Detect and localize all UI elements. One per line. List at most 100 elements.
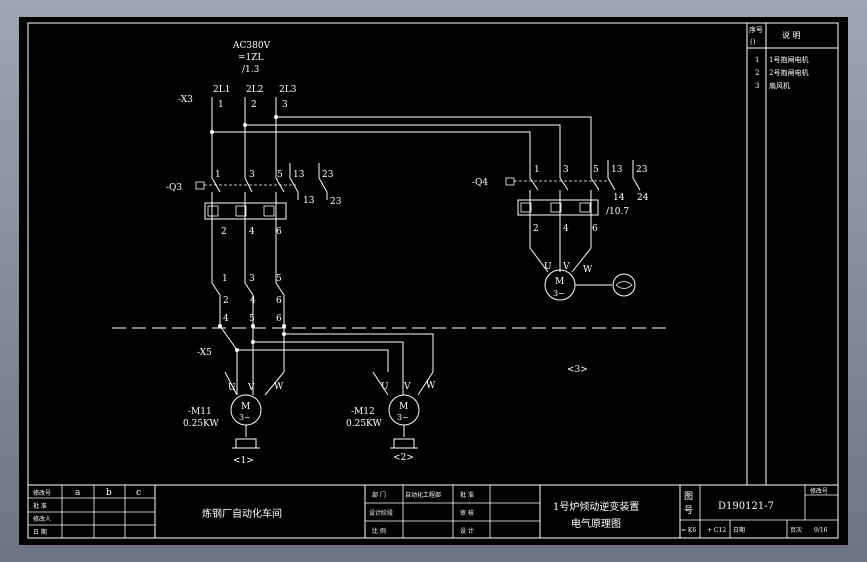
svg-text:W: W [274,382,284,392]
supply-wiring [210,97,592,178]
svg-text:13: 13 [303,196,315,206]
svg-text:5: 5 [276,274,282,284]
svg-text:4: 4 [563,224,569,234]
svg-text:图: 图 [684,491,693,502]
supply-ref-1: =1ZL [238,53,264,63]
svg-text:W: W [583,265,593,275]
svg-text:14: 14 [613,193,625,203]
legend-row-1-desc: 1号抱闸电机 [769,55,808,64]
svg-text:修改号: 修改号 [810,487,828,495]
fan-motor: U V W M 3~ <3> [529,240,636,375]
q4-ref: /10.7 [606,207,629,217]
svg-text:3~: 3~ [553,289,565,298]
svg-text:号: 号 [684,505,693,516]
svg-text:c: c [136,488,141,498]
m12-power: 0.25KW [346,419,382,429]
svg-text:日 期: 日 期 [33,528,47,536]
svg-text:23: 23 [636,165,648,175]
svg-text:13: 13 [293,170,305,180]
svg-text:M: M [555,277,564,287]
svg-text:U: U [544,262,552,272]
svg-text:3~: 3~ [397,413,409,422]
svg-text:批 准: 批 准 [33,502,47,510]
svg-text:2: 2 [221,227,227,237]
terminal-1: 1 [218,100,224,110]
phase-l3: 2L3 [279,85,297,95]
svg-text:5: 5 [277,170,283,180]
breaker-q3: -Q3 1 3 5 13 23 13 23 2 4 6 [166,163,342,260]
svg-text:= K6: = K6 [681,527,696,534]
svg-text:M: M [399,402,408,412]
svg-text:比 例: 比 例 [372,527,386,535]
svg-text:2: 2 [533,224,539,234]
motor-m11: U V W M 3~ -M11 0.25KW <1> [183,371,285,466]
sheet-border [27,22,839,539]
supply-voltage: AC380V [232,41,271,51]
svg-text:修改人: 修改人 [33,515,51,523]
terminal-2: 2 [251,100,257,110]
svg-text:3: 3 [249,170,255,180]
svg-text:4: 4 [223,314,229,324]
svg-text:批 准: 批 准 [460,491,474,499]
legend-header-desc: 说 明 [782,30,801,40]
supply-ref-2: /1.3 [242,65,260,75]
m12-tag: <2> [393,453,414,463]
svg-text:V: V [403,382,411,392]
legend-row-2-desc: 2号抱闸电机 [769,68,808,77]
phase-l1: 2L1 [213,85,230,95]
svg-text:4: 4 [249,227,255,237]
svg-text:5: 5 [593,165,599,175]
svg-text:a: a [75,488,81,498]
svg-text:b: b [106,488,112,498]
svg-text:3~: 3~ [239,413,251,422]
q4-label: -Q4 [472,178,488,188]
motor-m12: U V W M 3~ -M12 0.25KW <2> [346,371,436,463]
svg-text:V: V [562,262,570,272]
svg-text:设计阶段: 设计阶段 [369,509,393,517]
m12-label: -M12 [351,407,375,417]
legend-row-3-desc: 扇风机 [769,81,790,90]
x5-label: -X5 [197,348,212,358]
fan-tag: <3> [567,365,588,375]
svg-text:3: 3 [249,274,255,284]
svg-text:2: 2 [223,296,229,306]
q3-label: -Q3 [166,183,182,193]
svg-text:23: 23 [330,197,342,207]
svg-text:6: 6 [276,296,282,306]
drawing-title-2: 电气原理图 [571,517,621,530]
svg-text:3: 3 [563,165,569,175]
svg-text:6: 6 [592,224,598,234]
svg-text:(): () [750,38,756,46]
svg-text:1: 1 [222,274,228,284]
contactor-k: 1 3 5 2 4 6 [211,260,285,326]
legend-table: 序号 () 说 明 1 1号抱闸电机 2 2号抱闸电机 3 扇风机 [746,23,838,485]
svg-text:6: 6 [276,227,282,237]
svg-text:1: 1 [534,165,540,175]
svg-text:自动化工程部: 自动化工程部 [405,491,441,499]
drawing-number: D190121-7 [718,501,774,512]
phase-l2: 2L2 [246,85,263,95]
svg-text:24: 24 [637,193,649,203]
drawing-title-1: 1号炉倾动逆变装置 [553,500,639,513]
terminal-3: 3 [282,100,288,110]
svg-text:13: 13 [611,165,623,175]
svg-text:W: W [426,381,436,391]
terminal-x5: -X5 4 5 6 [197,314,434,372]
svg-text:1: 1 [215,170,221,180]
svg-text:日期: 日期 [733,526,745,534]
svg-text:修改号: 修改号 [33,489,51,497]
svg-text:V: V [247,383,255,393]
terminal-x3-label: -X3 [178,95,193,105]
svg-text:页次: 页次 [790,526,802,534]
legend-row-3-no: 3 [755,82,759,90]
drawing-sheet [19,17,848,545]
m11-label: -M11 [188,407,212,417]
svg-text:U: U [228,383,236,393]
svg-text:M: M [241,402,250,412]
title-block: 修改号 批 准 修改人 日 期 a b c 炼钢厂自动化车间 部 门 自动化工程… [28,484,838,538]
svg-text:5: 5 [249,314,255,324]
svg-text:U: U [381,382,389,392]
svg-text:+ C12: + C12 [707,527,726,534]
legend-row-1-no: 1 [755,56,759,64]
